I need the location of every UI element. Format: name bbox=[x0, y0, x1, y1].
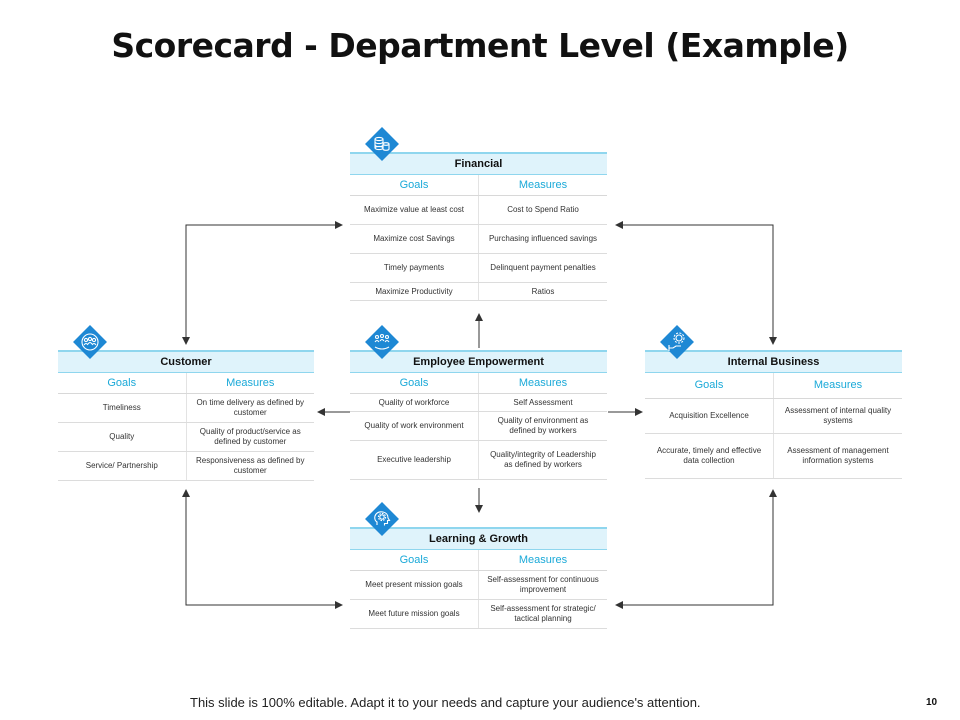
goal-cell: Executive leadership bbox=[377, 455, 451, 464]
table-row: Maximize cost Savings Purchasing influen… bbox=[350, 225, 607, 254]
customer-column-headers: Goals Measures bbox=[58, 373, 314, 394]
table-row: Quality of workforce Self Assessment bbox=[350, 394, 607, 412]
measure-cell: Quality of environment as defined by wor… bbox=[478, 412, 607, 440]
gear-hand-icon bbox=[660, 325, 694, 359]
measures-column-header: Measures bbox=[773, 373, 902, 398]
table-row: Timeliness On time delivery as defined b… bbox=[58, 394, 314, 423]
measure-cell: Self-assessment for strategic/ tactical … bbox=[478, 600, 607, 628]
goal-cell: Quality of workforce bbox=[378, 397, 450, 407]
goal-cell: Service/ Partnership bbox=[85, 461, 158, 470]
goal-cell: Meet present mission goals bbox=[365, 580, 463, 589]
measures-column-header: Measures bbox=[478, 175, 607, 195]
measure-cell: Quality of product/service as defined by… bbox=[185, 423, 315, 451]
coins-icon bbox=[365, 127, 399, 161]
goal-cell: Meet future mission goals bbox=[368, 609, 460, 618]
internal-column-headers: Goals Measures bbox=[645, 373, 902, 399]
learning-heading: Learning & Growth bbox=[350, 527, 607, 550]
learning-growth-card: Learning & Growth Goals Measures Meet pr… bbox=[350, 527, 607, 629]
table-row: Acquisition Excellence Assessment of int… bbox=[645, 399, 902, 434]
customers-group-icon bbox=[73, 325, 107, 359]
goal-cell: Timely payments bbox=[383, 263, 445, 272]
page-title: Scorecard - Department Level (Example) bbox=[111, 26, 849, 65]
goal-cell: Maximize value at least cost bbox=[363, 205, 465, 214]
goals-column-header: Goals bbox=[399, 554, 429, 566]
learning-column-headers: Goals Measures bbox=[350, 550, 607, 571]
measure-cell: Cost to Spend Ratio bbox=[478, 196, 607, 224]
goal-cell: Maximize Productivity bbox=[375, 286, 453, 296]
table-row: Quality of work environment Quality of e… bbox=[350, 412, 607, 441]
measure-cell: Delinquent payment penalties bbox=[478, 254, 607, 282]
table-row: Maximize value at least cost Cost to Spe… bbox=[350, 196, 607, 225]
connector-internal-financial bbox=[616, 224, 774, 344]
measure-cell: Assessment of internal quality systems bbox=[773, 399, 902, 433]
employee-heading: Employee Empowerment bbox=[350, 350, 607, 373]
table-row: Timely payments Delinquent payment penal… bbox=[350, 254, 607, 283]
table-row: Executive leadership Quality/integrity o… bbox=[350, 441, 607, 480]
goal-cell: Accurate, timely and effective data coll… bbox=[656, 446, 762, 465]
goal-cell: Acquisition Excellence bbox=[669, 411, 749, 420]
customer-heading: Customer bbox=[58, 350, 314, 373]
table-row: Meet present mission goals Self-assessme… bbox=[350, 571, 607, 600]
internal-business-card: Internal Business Goals Measures Acquisi… bbox=[645, 350, 902, 479]
table-row: Maximize Productivity Ratios bbox=[350, 283, 607, 301]
table-row: Meet future mission goals Self-assessmen… bbox=[350, 600, 607, 629]
goal-cell: Quality bbox=[109, 432, 135, 441]
goals-column-header: Goals bbox=[107, 377, 137, 389]
measure-cell: Ratios bbox=[478, 283, 607, 300]
goals-column-header: Goals bbox=[399, 377, 429, 389]
measure-cell: Assessment of management information sys… bbox=[773, 434, 902, 478]
measures-column-header: Measures bbox=[185, 373, 315, 393]
measure-cell: Quality/integrity of Leadership as defin… bbox=[478, 441, 607, 479]
financial-heading: Financial bbox=[350, 152, 607, 175]
table-row: Quality Quality of product/service as de… bbox=[58, 423, 314, 452]
goal-cell: Quality of work environment bbox=[364, 421, 464, 430]
measure-cell: Responsiveness as defined by customer bbox=[185, 452, 315, 480]
connector-learning-internal bbox=[616, 489, 777, 606]
financial-card: Financial Goals Measures Maximize value … bbox=[350, 152, 607, 301]
goal-cell: Timeliness bbox=[102, 403, 141, 412]
footer-note: This slide is 100% editable. Adapt it to… bbox=[190, 695, 701, 710]
measure-cell: On time delivery as defined by customer bbox=[185, 394, 315, 422]
goals-column-header: Goals bbox=[694, 379, 724, 391]
customer-card: Customer Goals Measures Timeliness On ti… bbox=[58, 350, 314, 481]
financial-column-headers: Goals Measures bbox=[350, 175, 607, 196]
table-row: Service/ Partnership Responsiveness as d… bbox=[58, 452, 314, 481]
employee-column-headers: Goals Measures bbox=[350, 373, 607, 394]
measure-cell: Self-assessment for continuous improveme… bbox=[478, 571, 607, 599]
measures-column-header: Measures bbox=[478, 373, 607, 393]
internal-heading: Internal Business bbox=[645, 350, 902, 373]
goals-column-header: Goals bbox=[399, 179, 429, 191]
team-icon bbox=[365, 325, 399, 359]
brain-gear-icon bbox=[365, 502, 399, 536]
measure-cell: Purchasing influenced savings bbox=[478, 225, 607, 253]
connector-customer-financial bbox=[185, 221, 343, 344]
measure-cell: Self Assessment bbox=[478, 394, 607, 411]
measures-column-header: Measures bbox=[478, 550, 607, 570]
table-row: Accurate, timely and effective data coll… bbox=[645, 434, 902, 479]
page-number: 10 bbox=[926, 697, 938, 708]
connector-learning-customer bbox=[182, 489, 342, 606]
employee-empowerment-card: Employee Empowerment Goals Measures Qual… bbox=[350, 350, 607, 480]
goal-cell: Maximize cost Savings bbox=[373, 234, 455, 243]
